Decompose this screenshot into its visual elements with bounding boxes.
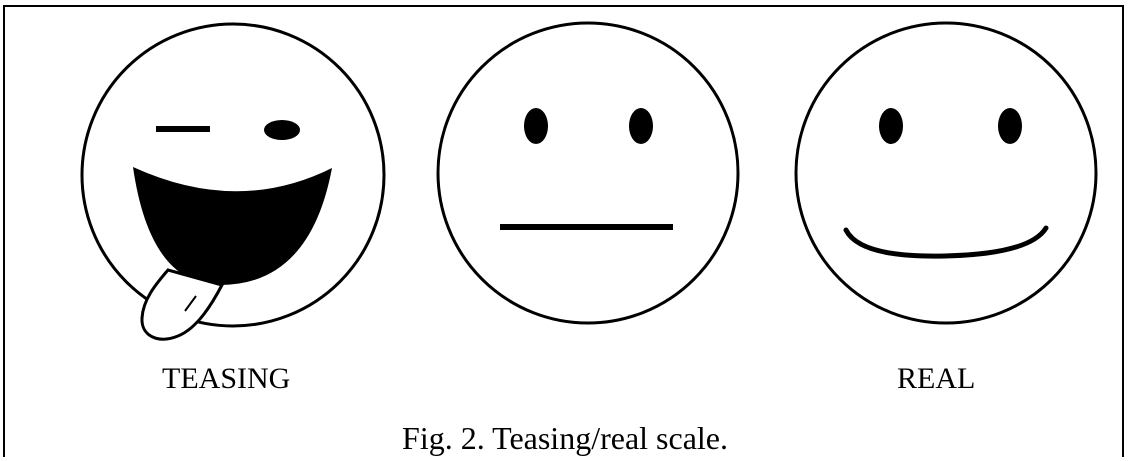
real-face [794, 21, 1098, 325]
tongue-line [184, 295, 197, 312]
real-right-eye [998, 108, 1022, 144]
neutral-left-eye [524, 108, 548, 144]
smile-mouth [843, 225, 1049, 259]
tongue [140, 268, 225, 341]
teasing-face [80, 22, 386, 341]
teasing-right-eye [264, 120, 300, 140]
teasing-face-outline [80, 22, 386, 328]
neutral-mouth [500, 224, 673, 230]
real-left-eye [879, 108, 903, 144]
neutral-face-outline [436, 21, 740, 325]
neutral-right-eye [629, 108, 653, 144]
neutral-face [436, 21, 740, 325]
real-label: REAL [897, 362, 976, 395]
open-grin-mouth [133, 167, 332, 285]
teasing-label: TEASING [162, 362, 291, 395]
real-face-outline [794, 21, 1098, 325]
figure-frame [3, 5, 1124, 457]
winking-eye [156, 126, 210, 132]
figure-caption: Fig. 2. Teasing/real scale. [402, 420, 728, 456]
